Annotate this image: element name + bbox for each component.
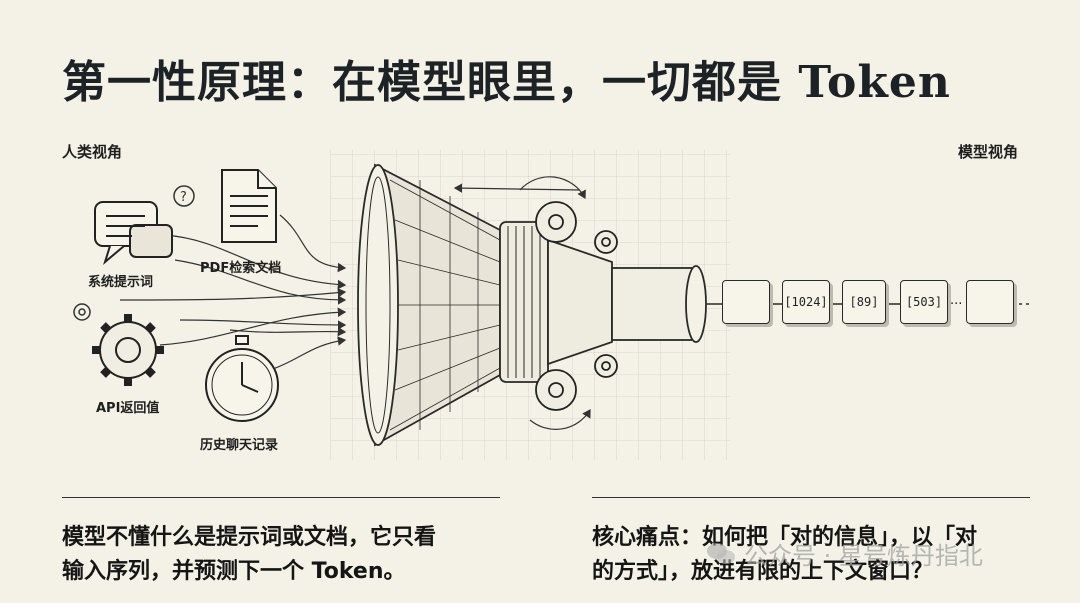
token-ellipsis: ... bbox=[950, 293, 963, 308]
rotation-arrows bbox=[453, 176, 591, 430]
divider-right bbox=[592, 497, 1030, 498]
watermark: 公众号 · 星号炼丹指北 bbox=[706, 536, 983, 571]
token-box: [1024] bbox=[782, 280, 830, 324]
model-view-label: 模型视角 bbox=[958, 143, 1019, 161]
funnel-body bbox=[357, 163, 707, 447]
pdf-docs-label: PDF检索文档 bbox=[200, 261, 282, 276]
token-box bbox=[722, 280, 770, 324]
page-title: 第一性原理：在模型眼里，一切都是 Token bbox=[62, 57, 951, 108]
system-prompt-label: 系统提示词 bbox=[88, 275, 154, 290]
document-icon bbox=[221, 169, 277, 243]
watermark-text: 公众号 · 星号炼丹指北 bbox=[744, 542, 983, 570]
human-view-label: 人类视角 bbox=[62, 143, 123, 161]
funnel-gear-bottom-icon bbox=[535, 354, 618, 411]
api-return-label: API返回值 bbox=[96, 401, 160, 416]
caption-left: 模型不懂什么是提示词或文档，它只看 输入序列，并预测下一个 Token。 bbox=[62, 521, 502, 589]
gear-icon bbox=[92, 314, 164, 386]
wechat-icon bbox=[707, 542, 735, 564]
chat-history-label: 历史聊天记录 bbox=[200, 438, 279, 453]
small-gear-icon bbox=[73, 303, 91, 321]
question-bubble-icon: ? bbox=[173, 185, 195, 207]
svg-text:?: ? bbox=[180, 190, 187, 205]
token-box: [503] bbox=[900, 280, 948, 324]
stopwatch-icon bbox=[205, 335, 279, 422]
flow-lines bbox=[119, 214, 347, 371]
token-box-empty bbox=[966, 280, 1014, 324]
chat-bubble-icon bbox=[94, 201, 173, 265]
caption-left-line2: 输入序列，并预测下一个 Token。 bbox=[62, 559, 406, 584]
caption-left-line1: 模型不懂什么是提示词或文档，它只看 bbox=[62, 525, 437, 550]
caption-right-line2: 的方式」，放进有限的上下文窗口？ bbox=[592, 559, 934, 584]
caption-right: 核心痛点：如何把「对的信息」，以「对 的方式」，放进有限的上下文窗口？ bbox=[592, 521, 1042, 589]
divider-left bbox=[62, 497, 500, 498]
funnel-gear-top-icon bbox=[535, 201, 618, 254]
token-box: [89] bbox=[842, 280, 886, 324]
caption-right-line1: 核心痛点：如何把「对的信息」，以「对 bbox=[592, 525, 978, 550]
